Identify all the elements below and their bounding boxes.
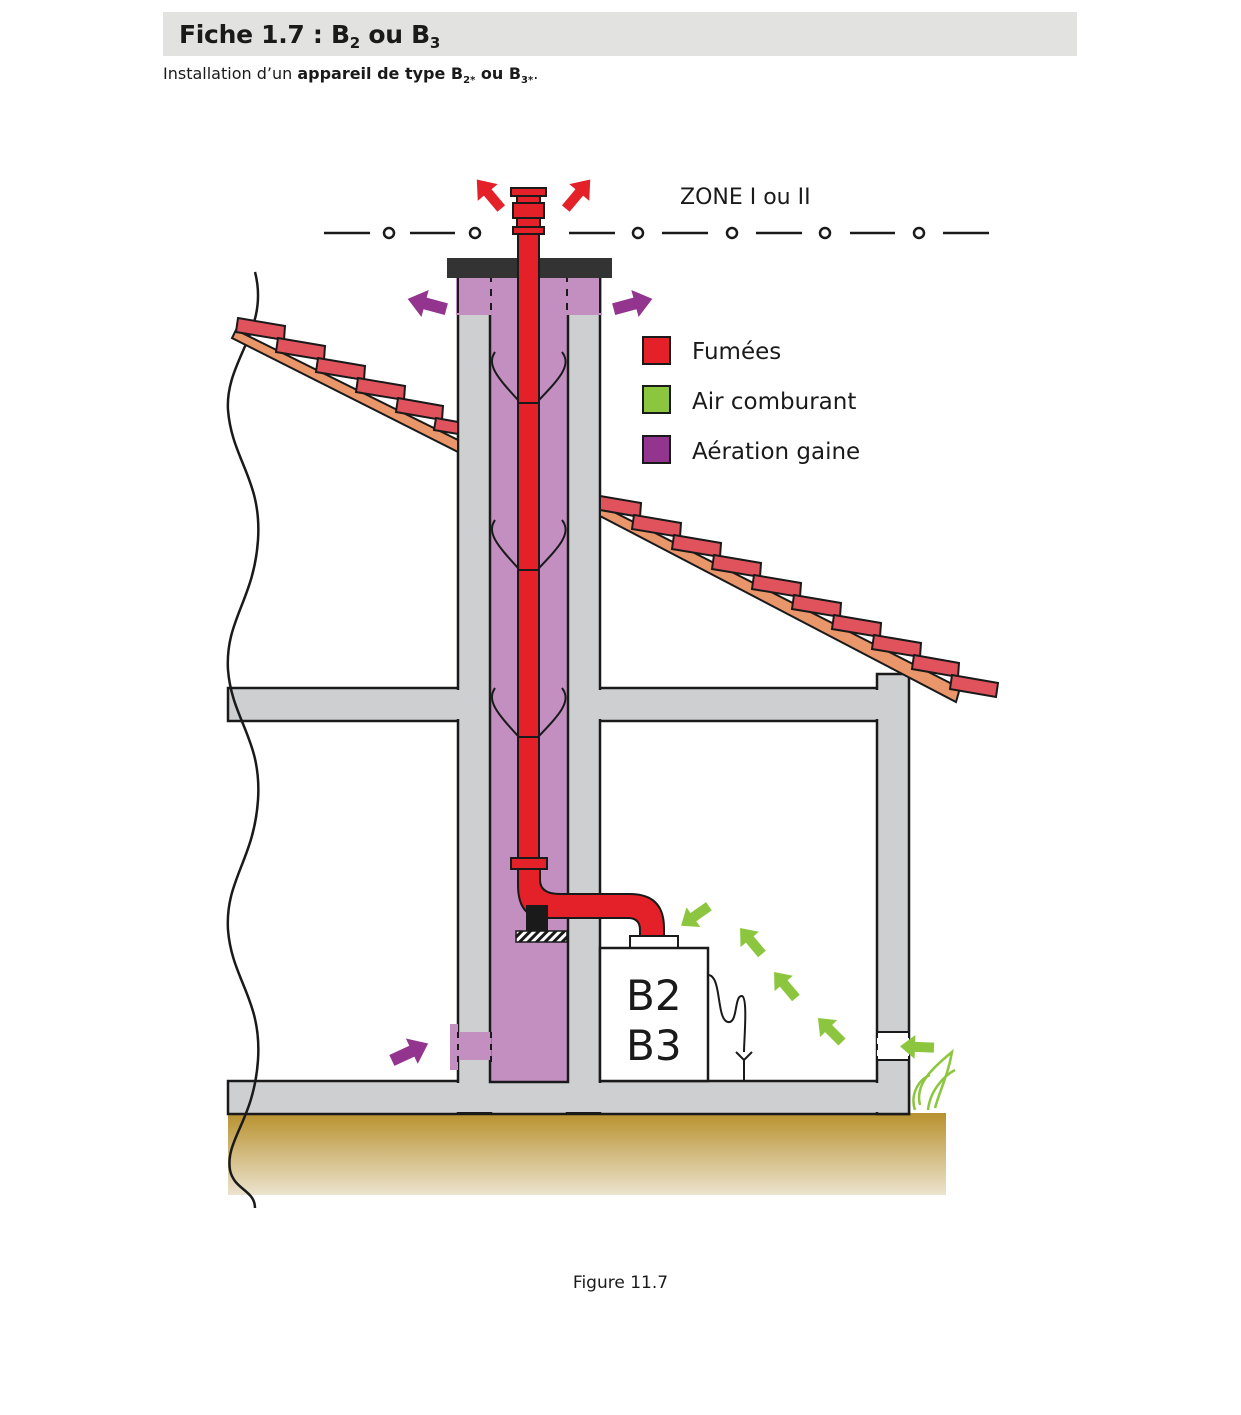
- roof-right: [599, 494, 1000, 704]
- zone-boundary: [324, 226, 989, 240]
- flue-gas-arrows: [476, 179, 591, 212]
- appliance-label-b2: B2: [626, 971, 682, 1020]
- zone-label: ZONE I ou II: [680, 185, 811, 210]
- title-bar: Fiche 1.7 : B2 ou B3: [163, 12, 1077, 56]
- legend-swatch-aeration-gaine: [642, 435, 671, 464]
- legend: Fumées Air comburant Aération gaine: [642, 336, 860, 465]
- figure-caption: Figure 11.7: [572, 1273, 669, 1293]
- cut-line: [226, 271, 260, 1209]
- ground: [228, 1113, 946, 1195]
- grass-icon: [912, 1048, 956, 1111]
- appliance-label-b3: B3: [626, 1021, 682, 1070]
- legend-label-aeration-gaine: Aération gaine: [692, 439, 860, 465]
- legend-label-fumees: Fumées: [692, 339, 781, 365]
- duct-spacers: [490, 351, 567, 737]
- legend-swatch-air-comburant: [642, 385, 671, 414]
- roof-left: [230, 316, 459, 454]
- duct-ventilation-arrows: [389, 289, 653, 1066]
- combustion-air-arrows: [681, 902, 935, 1059]
- page-subtitle: Installation d’un appareil de type B2* o…: [163, 64, 539, 86]
- legend-label-air-comburant: Air comburant: [692, 389, 856, 415]
- page-title: Fiche 1.7 : B2 ou B3: [179, 20, 440, 52]
- appliance: B2 B3: [598, 935, 753, 1083]
- flue-pipe: [510, 187, 665, 943]
- legend-swatch-fumees: [642, 336, 671, 365]
